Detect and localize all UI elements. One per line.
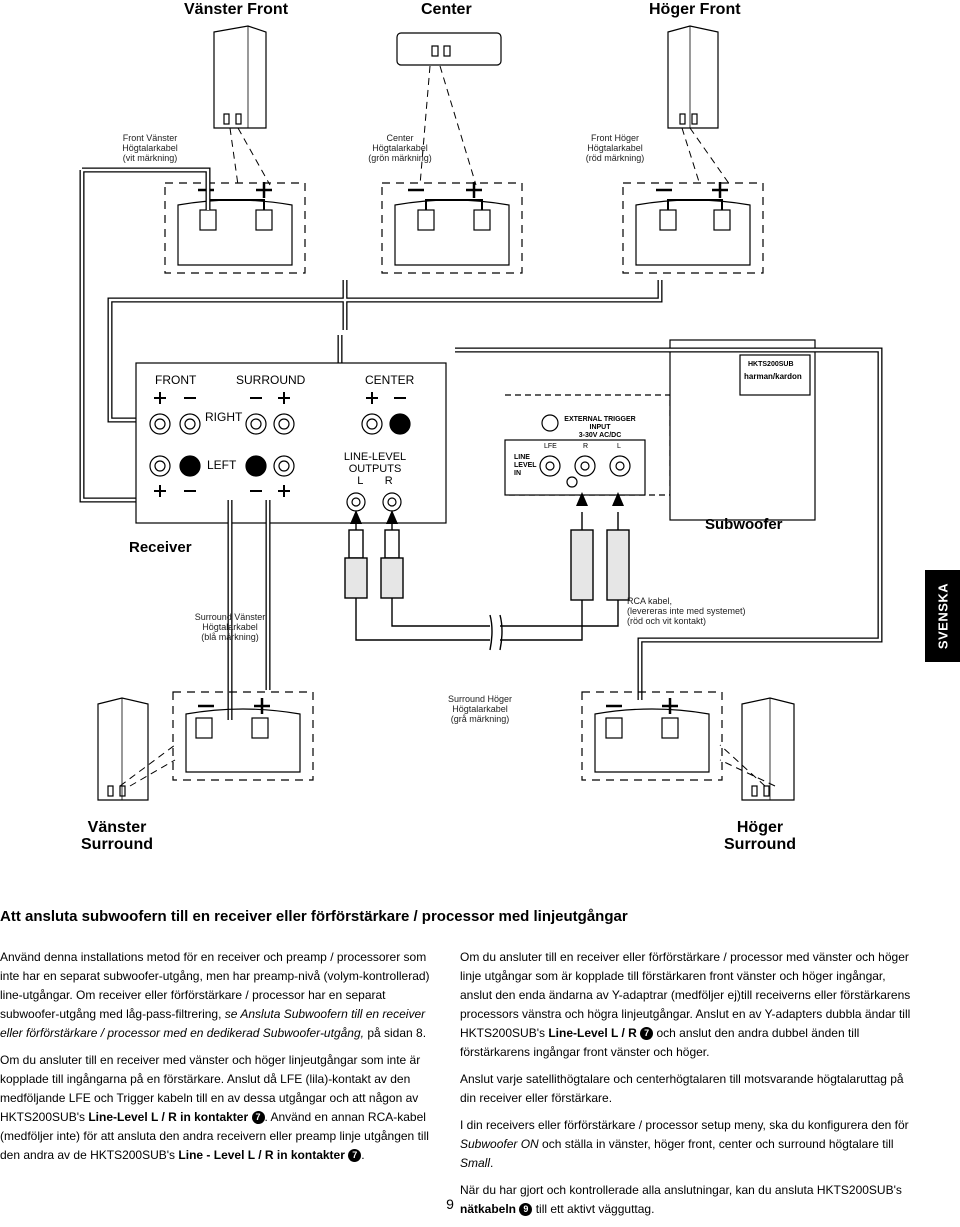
terminal-cup-surround-left xyxy=(172,691,314,781)
terminal-cup-front-right xyxy=(622,182,764,274)
sub-model-label: HKTS200SUB xyxy=(748,361,794,368)
center-speaker xyxy=(396,32,502,66)
right-column: Om du ansluter till en receiver eller fö… xyxy=(460,948,920,1227)
receiver-panel xyxy=(135,362,447,524)
right-paragraph-3: I din receivers eller förförstärkare / p… xyxy=(460,1118,909,1170)
rca-cable xyxy=(344,512,630,651)
sub-brand-logo: harman/kardon xyxy=(744,372,802,381)
receiver-surround-label: SURROUND xyxy=(236,373,306,387)
callout-number: 7 xyxy=(640,1027,654,1041)
label-subwoofer: Subwoofer xyxy=(705,516,783,533)
surround-right-speaker xyxy=(741,697,795,801)
right-paragraph-4: När du har gjort och kontrollerade alla … xyxy=(460,1183,902,1217)
sub-lfe-label: LFE xyxy=(544,443,557,450)
label-receiver: Receiver xyxy=(129,539,192,556)
receiver-front-label: FRONT xyxy=(155,373,197,387)
front-right-speaker xyxy=(667,25,719,129)
sub-r-label: R xyxy=(583,443,589,450)
receiver-center-label: CENTER xyxy=(365,373,415,387)
sub-l-label: L xyxy=(617,443,621,450)
language-tab-label: SVENSKA xyxy=(935,582,950,650)
right-paragraph-2: Anslut varje satellithögtalare och cente… xyxy=(460,1072,904,1105)
note-rca: RCA kabel,(levereras inte med systemet)(… xyxy=(627,596,746,626)
surround-left-speaker xyxy=(97,697,149,801)
label-front-right: Höger Front xyxy=(649,1,741,18)
label-center: Center xyxy=(421,1,472,18)
terminal-cup-center xyxy=(381,182,523,274)
callout-number: 7 xyxy=(251,1111,265,1125)
left-column: Använd denna installations metod för en … xyxy=(0,948,440,1173)
language-tab: SVENSKA xyxy=(925,570,960,662)
wiring-diagram xyxy=(79,25,883,801)
subwoofer-panel xyxy=(504,339,816,521)
terminal-cup-front-left xyxy=(164,182,306,274)
right-paragraph-1: Om du ansluter till en receiver eller fö… xyxy=(460,950,911,1059)
left-paragraph-2: Om du ansluter till en receiver med väns… xyxy=(0,1053,429,1163)
left-paragraph-1: Använd denna installations metod för en … xyxy=(0,950,430,1040)
callout-number: 9 xyxy=(519,1203,533,1217)
terminal-cup-surround-right xyxy=(581,691,723,781)
front-left-speaker xyxy=(213,25,267,129)
label-front-left: Vänster Front xyxy=(184,1,289,18)
receiver-right-label: RIGHT xyxy=(205,410,243,424)
page-number: 9 xyxy=(446,1196,454,1212)
callout-number: 7 xyxy=(348,1149,362,1163)
receiver-left-label: LEFT xyxy=(207,458,237,472)
section-title: Att ansluta subwoofern till en receiver … xyxy=(0,908,628,925)
